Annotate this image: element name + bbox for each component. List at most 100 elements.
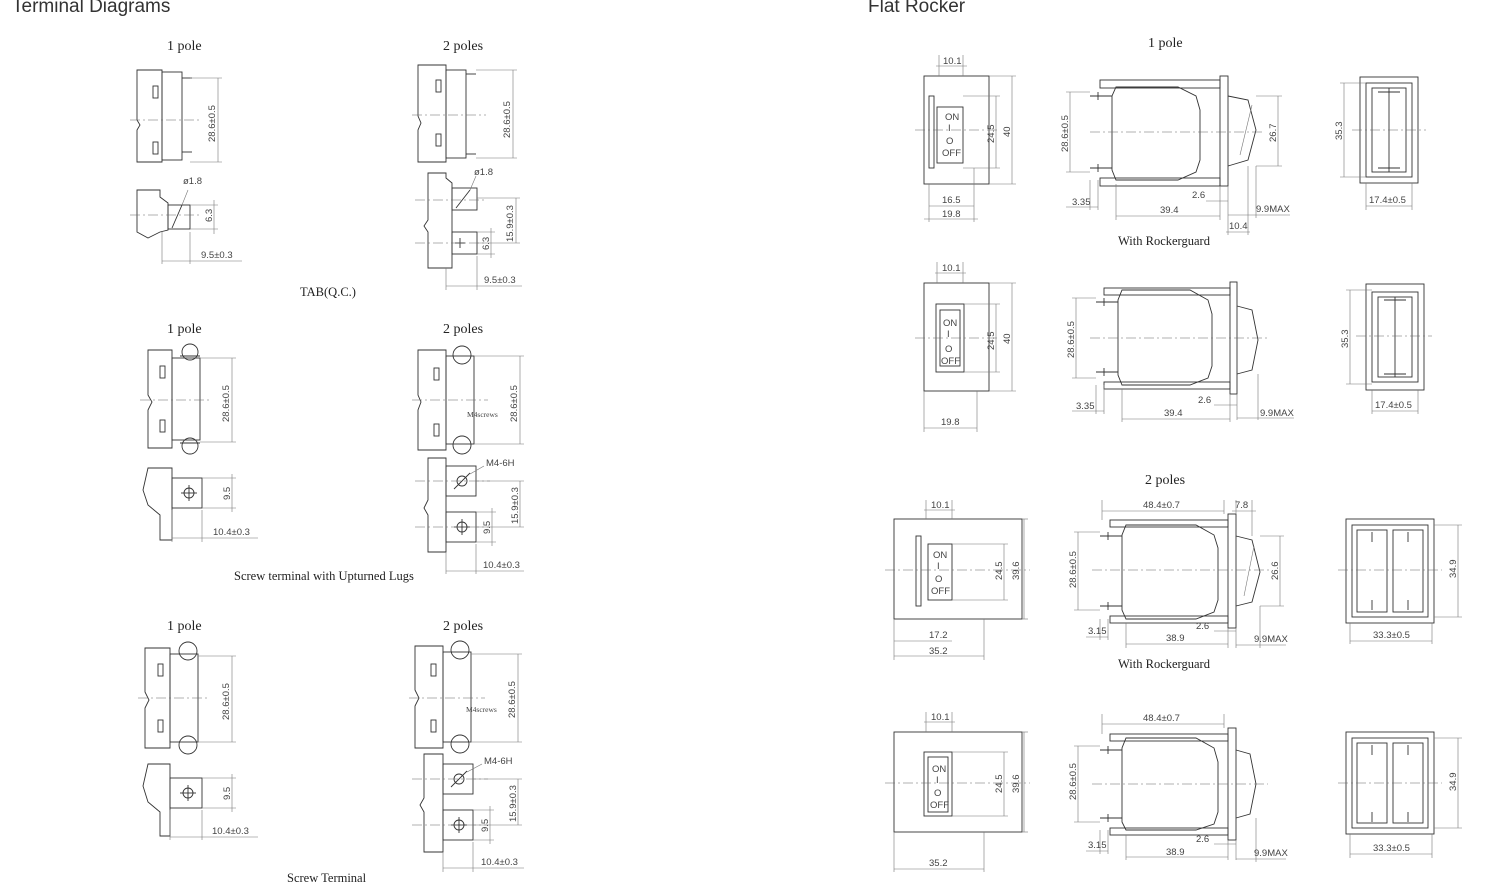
screw-1-pole-drawing: 1 pole 28.6±0.5 9.5 10.4±0.3 <box>138 619 258 840</box>
rocker-row4-b2: 35.2 <box>929 858 948 869</box>
rocker-row2-s2: 2.6 <box>1198 395 1211 406</box>
rocker-row1-rear-view: 35.3 17.4±0.5 <box>1334 76 1426 210</box>
rocker-row4-s3: 38.9 <box>1166 847 1185 858</box>
rocker-row4-rear-width: 33.3±0.5 <box>1373 843 1410 854</box>
rocker-row4-off: OFF <box>930 800 949 811</box>
rocker-row3-side-height: 28.6±0.5 <box>1068 551 1079 588</box>
rocker-row1-rear-height: 35.3 <box>1334 122 1345 141</box>
rocker-row1-s1: 3.35 <box>1072 197 1091 208</box>
screw-2-poles-label: 2 poles <box>443 619 483 634</box>
rocker-row4-s1: 3.15 <box>1088 840 1107 851</box>
rocker-row2-bar: I <box>947 329 950 340</box>
rocker-row1-rear-width: 17.4±0.5 <box>1369 195 1406 206</box>
rocker-row1-bar: I <box>948 123 951 134</box>
rocker-row3-on: ON <box>933 550 947 561</box>
rocker-row1-s2: 2.6 <box>1192 190 1205 201</box>
rocker-row4-circle: O <box>934 788 941 799</box>
screw-1-pole-vertical: 9.5 <box>222 787 233 800</box>
rocker-row3-h2: 39.6 <box>1011 562 1022 581</box>
screw-1-pole-label: 1 pole <box>167 619 202 634</box>
rocker-row4-bar: I <box>936 775 939 786</box>
rocker-row1-circle: O <box>946 136 953 147</box>
rocker-row2-side-height: 28.6±0.5 <box>1066 321 1077 358</box>
tab-caption: TAB(Q.C.) <box>300 285 356 299</box>
rocker-row3-circle: O <box>935 574 942 585</box>
rocker-row3-s3: 38.9 <box>1166 633 1185 644</box>
lugs-caption: Screw terminal with Upturned Lugs <box>234 569 414 583</box>
screw-2-poles-width: 10.4±0.3 <box>481 857 518 868</box>
rocker-row4-h1: 24.5 <box>994 775 1005 794</box>
rocker-row4-top: 10.1 <box>931 712 950 723</box>
rocker-row3-off: OFF <box>931 586 950 597</box>
lugs-1-pole-height: 28.6±0.5 <box>221 385 232 422</box>
rocker-row1-s4: 9.9MAX <box>1256 204 1290 215</box>
screw-2-poles-thread: M4-6H <box>484 756 513 767</box>
rocker-row2-s1: 3.35 <box>1076 401 1095 412</box>
rocker-row3-b1: 17.2 <box>929 630 948 641</box>
rocker-row4-rear-height: 34.9 <box>1448 773 1459 792</box>
rocker-row2-s3: 39.4 <box>1164 408 1183 419</box>
lugs-2-poles-width: 10.4±0.3 <box>483 560 520 571</box>
rocker-row1-caption: With Rockerguard <box>1118 234 1211 248</box>
terminal-diagrams-panel: 1 pole 28.6±0.5 ø1.8 6.3 9.5±0.3 2 poles <box>130 39 524 884</box>
rocker-row3-side-height2: 26.6 <box>1270 562 1281 581</box>
screw-caption: Screw Terminal <box>287 871 367 884</box>
tab-1-pole-vertical: 6.3 <box>204 209 215 222</box>
rocker-row4-h2: 39.6 <box>1011 775 1022 794</box>
lugs-1-pole-vertical: 9.5 <box>222 487 233 500</box>
rocker-row4-side-height: 28.6±0.5 <box>1068 763 1079 800</box>
rocker-row2-front-view: ON I O OFF 10.1 24.5 40 19.8 <box>915 262 1016 432</box>
rocker-row1-front-view: ON I O OFF 10.1 24.5 40 16.5 19.8 <box>915 55 1016 222</box>
screw-1-pole-width: 10.4±0.3 <box>212 826 249 837</box>
rocker-row2-h2: 40 <box>1002 333 1013 344</box>
rocker-row2-rear-width: 17.4±0.5 <box>1375 400 1412 411</box>
rocker-row1-side-height2: 26.7 <box>1268 124 1279 143</box>
terminal-diagrams-heading: Terminal Diagrams <box>12 0 171 17</box>
lugs-2-poles-height: 28.6±0.5 <box>509 385 520 422</box>
rocker-row1-b1: 16.5 <box>942 195 961 206</box>
rocker-row1-s3: 39.4 <box>1160 205 1179 216</box>
rocker-row4-s4: 9.9MAX <box>1254 848 1288 859</box>
rocker-row1-on: ON <box>945 112 959 123</box>
lugs-2-poles-vertical-1: 15.9±0.3 <box>510 487 521 524</box>
screw-2-poles-vertical-1: 15.9±0.3 <box>508 785 519 822</box>
lugs-2-poles-label: 2 poles <box>443 322 483 337</box>
rocker-row2-h1: 24.5 <box>986 332 997 351</box>
rocker-row3-caption: With Rockerguard <box>1118 657 1211 671</box>
tab-2-poles-height: 28.6±0.5 <box>502 101 513 138</box>
screw-2-poles-vertical-2: 9.5 <box>480 819 491 832</box>
rocker-row3-h1: 24.5 <box>994 562 1005 581</box>
lugs-1-pole-label: 1 pole <box>167 322 202 337</box>
rocker-row2-top: 10.1 <box>942 263 961 274</box>
rocker-row2-on: ON <box>943 318 957 329</box>
lugs-1-pole-drawing: 1 pole 28.6±0.5 9.5 10.4±0.3 <box>140 322 258 542</box>
rocker-1-pole-title: 1 pole <box>1148 36 1183 51</box>
lugs-2-poles-screws: M4screws <box>467 410 498 419</box>
lugs-2-poles-drawing: 2 poles M4screws 28.6±0.5 M4-6H 15.9±0.3… <box>412 322 524 574</box>
lugs-2-poles-thread: M4-6H <box>486 458 515 469</box>
rocker-2-poles-title: 2 poles <box>1145 473 1185 488</box>
rocker-row4-rear-view: 34.9 33.3±0.5 <box>1338 731 1462 858</box>
tab-2-poles-vertical-1: 15.9±0.3 <box>505 205 516 242</box>
rocker-row1-side-view: 28.6±0.5 26.7 3.35 39.4 2.6 9.9MAX 10.4 … <box>1060 75 1290 248</box>
tab-2-poles-drawing: 2 poles 28.6±0.5 ø1.8 15.9±0.3 6.3 9.5±0 <box>412 39 522 290</box>
rocker-row1-s5: 10.4 <box>1229 221 1248 232</box>
rocker-row2-b2: 19.8 <box>941 417 960 428</box>
rocker-row1-side-height: 28.6±0.5 <box>1060 115 1071 152</box>
rocker-row4-front-view: ON I O OFF 10.1 24.5 39.6 35.2 <box>885 712 1030 872</box>
rocker-row1-h2: 40 <box>1002 126 1013 137</box>
rocker-row3-side-view: 48.4±0.7 7.8 28.6±0.5 26.6 3.15 38.9 2.6… <box>1068 500 1288 671</box>
rocker-row2-s4: 9.9MAX <box>1260 408 1294 419</box>
tab-1-pole-label: 1 pole <box>167 39 202 54</box>
rocker-row3-rear-view: 34.9 33.3±0.5 <box>1338 518 1462 644</box>
screw-2-poles-drawing: 2 poles M4screws 28.6±0.5 M4-6H 15.9±0.3… <box>409 619 524 872</box>
rocker-row1-h1: 24.5 <box>986 125 997 144</box>
rocker-row4-on: ON <box>932 764 946 775</box>
rocker-row2-rear-view: 35.3 17.4±0.5 <box>1340 283 1432 414</box>
tab-2-poles-vertical-2: 6.3 <box>481 237 492 250</box>
rocker-row2-side-view: 28.6±0.5 3.35 39.4 2.6 9.9MAX <box>1066 281 1294 422</box>
rocker-row2-off: OFF <box>941 356 960 367</box>
screw-2-poles-screws: M4screws <box>466 705 497 714</box>
tab-1-pole-height: 28.6±0.5 <box>207 105 218 142</box>
